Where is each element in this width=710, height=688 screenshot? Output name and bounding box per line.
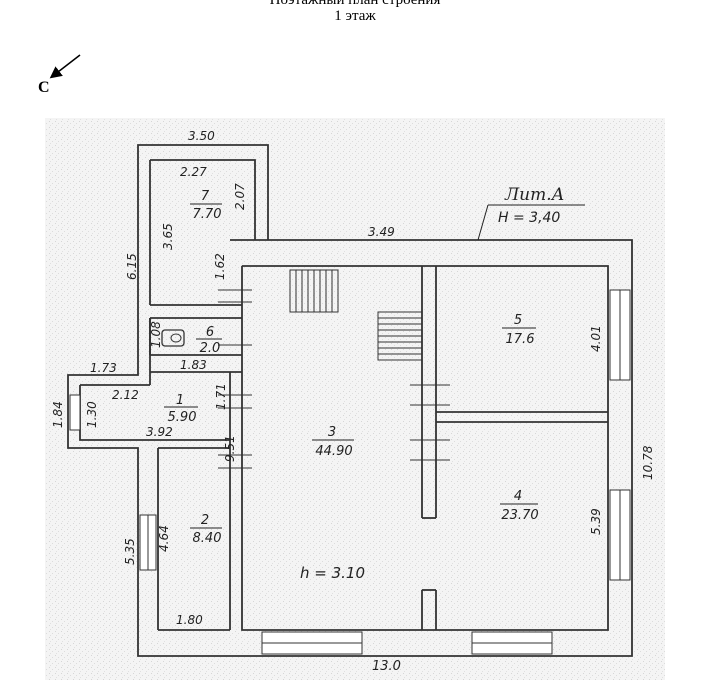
title-line-1: Поэтажный план строения (269, 0, 441, 8)
dim-130: 1.30 (85, 401, 99, 428)
svg-text:2: 2 (201, 513, 209, 528)
dim-180: 1.80 (176, 613, 203, 627)
building-height: H = 3,40 (498, 210, 560, 226)
dim-162: 1.62 (213, 253, 227, 280)
staircase (289, 269, 423, 361)
svg-text:2.0: 2.0 (200, 341, 221, 356)
dim-539: 5.39 (589, 508, 603, 535)
room-4-label: 4 23.70 (500, 489, 539, 523)
room-labels: 7 7.70 6 2.0 1 5.90 3 44.90 5 17.6 4 23.… (164, 189, 539, 546)
dim-top-annex: 3.50 (188, 129, 215, 143)
svg-text:17.6: 17.6 (506, 332, 535, 347)
dim-annex-left: 6.15 (125, 253, 139, 280)
svg-text:8.40: 8.40 (193, 531, 222, 546)
svg-text:1: 1 (176, 393, 184, 408)
dim-392: 3.92 (146, 425, 173, 439)
page-title: Поэтажный план строения 1 этаж (0, 0, 710, 24)
room-3-label: 3 44.90 (312, 425, 354, 459)
svg-text:5.90: 5.90 (168, 410, 197, 425)
dim-535: 5.35 (123, 538, 137, 565)
dim-183: 1.83 (180, 358, 207, 372)
svg-text:6: 6 (206, 325, 214, 340)
toilet-icon (161, 329, 185, 347)
dim-1078: 10.78 (641, 445, 655, 480)
liter-callout: Лит.А H = 3,40 (477, 185, 585, 241)
svg-text:3: 3 (328, 425, 336, 440)
room-2-label: 2 8.40 (190, 513, 222, 546)
dim-951: 9.51 (223, 435, 237, 462)
dim-room7-top: 2.27 (180, 165, 207, 179)
room-1-label: 1 5.90 (164, 393, 198, 425)
dim-401: 4.01 (589, 325, 603, 352)
door-ticks (218, 289, 450, 469)
dim-464: 4.64 (157, 525, 171, 552)
dim-171: 1.71 (214, 383, 228, 410)
dim-173: 1.73 (90, 361, 117, 375)
dim-184: 1.84 (51, 401, 65, 428)
svg-text:23.70: 23.70 (501, 508, 538, 523)
dim-bottom: 13.0 (372, 659, 401, 674)
room-5-label: 5 17.6 (502, 313, 536, 347)
windows (69, 289, 631, 655)
liter-label: Лит.А (504, 185, 565, 205)
dim-108: 1.08 (149, 321, 163, 348)
dim-212: 2.12 (112, 388, 139, 402)
svg-text:5: 5 (514, 313, 522, 328)
svg-text:4: 4 (514, 489, 522, 504)
dim-top-main: 3.49 (368, 225, 395, 239)
svg-text:7.70: 7.70 (193, 207, 222, 222)
title-line-2: 1 этаж (334, 8, 376, 24)
north-label: С (38, 79, 50, 96)
scan-background (45, 118, 665, 680)
north-arrow: С (38, 54, 81, 96)
room-7-label: 7 7.70 (190, 189, 222, 222)
room-6-label: 6 2.0 (196, 325, 222, 356)
walls (67, 144, 633, 657)
svg-text:7: 7 (201, 189, 210, 204)
dimension-labels: 3.50 2.27 2.07 3.65 6.15 1.62 3.49 1.08 … (51, 129, 655, 674)
dim-room7-left: 3.65 (161, 223, 175, 250)
dim-room7-right: 2.07 (233, 183, 247, 210)
svg-text:44.90: 44.90 (315, 444, 352, 459)
room-height-label: h = 3.10 (300, 564, 365, 582)
